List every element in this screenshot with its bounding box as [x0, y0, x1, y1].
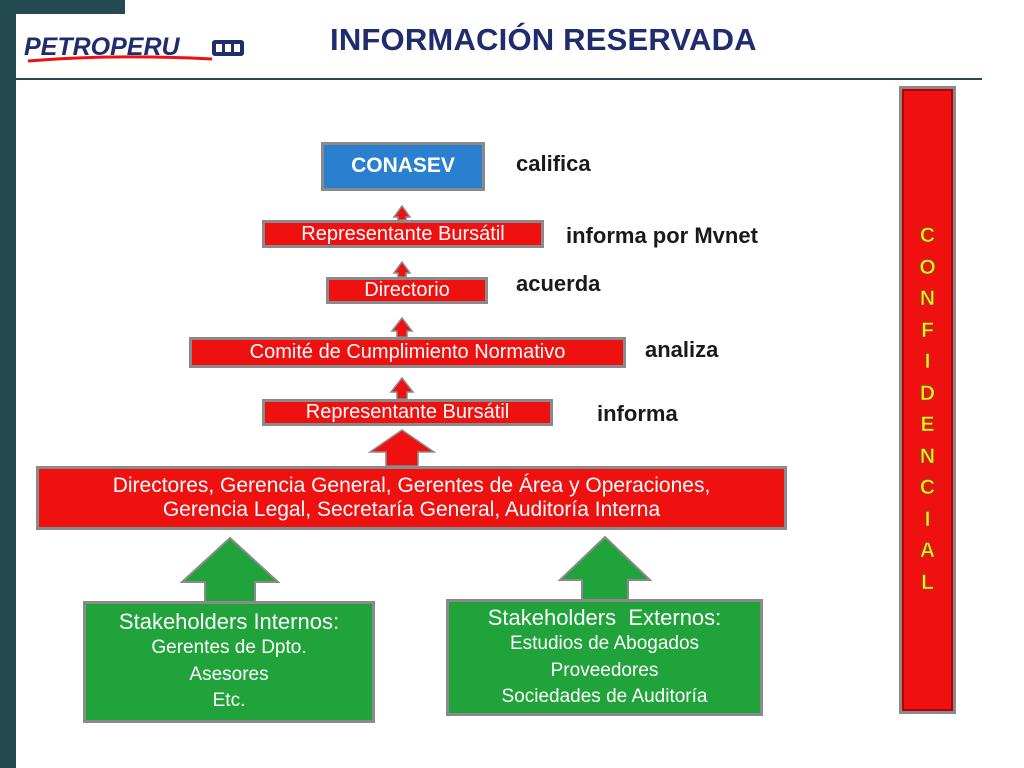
- stakeholders-externos-item: Sociedades de Auditoría: [501, 685, 708, 707]
- petroperu-logo: PETROPERU: [24, 33, 244, 63]
- verb-informa: informa: [597, 401, 678, 426]
- confidencial-letter: I: [924, 507, 931, 531]
- confidencial-letter: C: [919, 476, 936, 500]
- stakeholders-externos-item: Estudios de Abogados: [509, 633, 700, 655]
- stakeholders-externos-title: Stakeholders Externos:: [487, 604, 722, 630]
- verb-informa-mvnet: informa por Mvnet: [566, 223, 758, 248]
- confidencial-letter: O: [919, 255, 936, 279]
- directorio-box: Directorio: [326, 277, 488, 304]
- confidencial-letter: C: [919, 224, 936, 248]
- arrow-up-icon: [390, 316, 414, 338]
- comite-box: Comité de Cumplimiento Normativo: [189, 337, 626, 368]
- representante-bottom-box: Representante Bursátil: [262, 399, 553, 426]
- directores-box: Directores, Gerencia General, Gerentes d…: [36, 466, 787, 530]
- conasev-box: CONASEV: [321, 142, 485, 191]
- confidencial-letter: F: [921, 318, 934, 342]
- stakeholders-internos-item: Asesores: [189, 663, 269, 685]
- stakeholders-internos-title: Stakeholders Internos:: [118, 608, 340, 634]
- verb-analiza: analiza: [645, 337, 719, 362]
- representante-top-box: Representante Bursátil: [262, 220, 544, 248]
- directores-line-1: Directores, Gerencia General, Gerentes d…: [112, 473, 711, 497]
- confidencial-text: C O N F I D E N C I A L: [899, 220, 956, 598]
- directorio-label: Directorio: [364, 279, 450, 301]
- arrow-up-icon: [392, 260, 412, 278]
- confidencial-letter: L: [921, 570, 934, 594]
- header-divider: [16, 78, 982, 80]
- left-decor-bar: [0, 0, 16, 768]
- confidencial-letter: N: [919, 444, 936, 468]
- arrow-up-icon: [179, 536, 281, 605]
- confidencial-letter: N: [919, 287, 936, 311]
- confidencial-letter: D: [919, 381, 936, 405]
- stakeholders-externos-item: Proveedores: [550, 659, 659, 681]
- arrow-up-icon: [389, 376, 415, 400]
- confidencial-banner: [899, 86, 956, 714]
- arrow-up-icon: [557, 535, 653, 602]
- stakeholders-externos-box: Stakeholders Externos: Estudios de Aboga…: [446, 599, 763, 716]
- page-title: INFORMACIÓN RESERVADA: [330, 22, 757, 57]
- stakeholders-internos-item: Gerentes de Dpto.: [151, 637, 307, 659]
- stakeholders-internos-item: Etc.: [212, 690, 246, 712]
- confidencial-letter: I: [924, 350, 931, 374]
- representante-top-label: Representante Bursátil: [301, 222, 505, 245]
- top-decor-bar: [16, 0, 125, 14]
- conasev-label: CONASEV: [351, 154, 455, 178]
- stakeholders-internos-box: Stakeholders Internos: Gerentes de Dpto.…: [83, 601, 375, 723]
- arrow-up-icon: [367, 429, 437, 467]
- confidencial-letter: E: [920, 413, 935, 437]
- comite-label: Comité de Cumplimiento Normativo: [249, 341, 566, 363]
- verb-califica: califica: [516, 151, 591, 176]
- confidencial-letter: A: [919, 539, 936, 563]
- verb-acuerda: acuerda: [516, 271, 601, 296]
- representante-bottom-label: Representante Bursátil: [305, 401, 510, 423]
- directores-line-2: Gerencia Legal, Secretaría General, Audi…: [162, 498, 661, 521]
- arrow-up-icon: [392, 204, 412, 221]
